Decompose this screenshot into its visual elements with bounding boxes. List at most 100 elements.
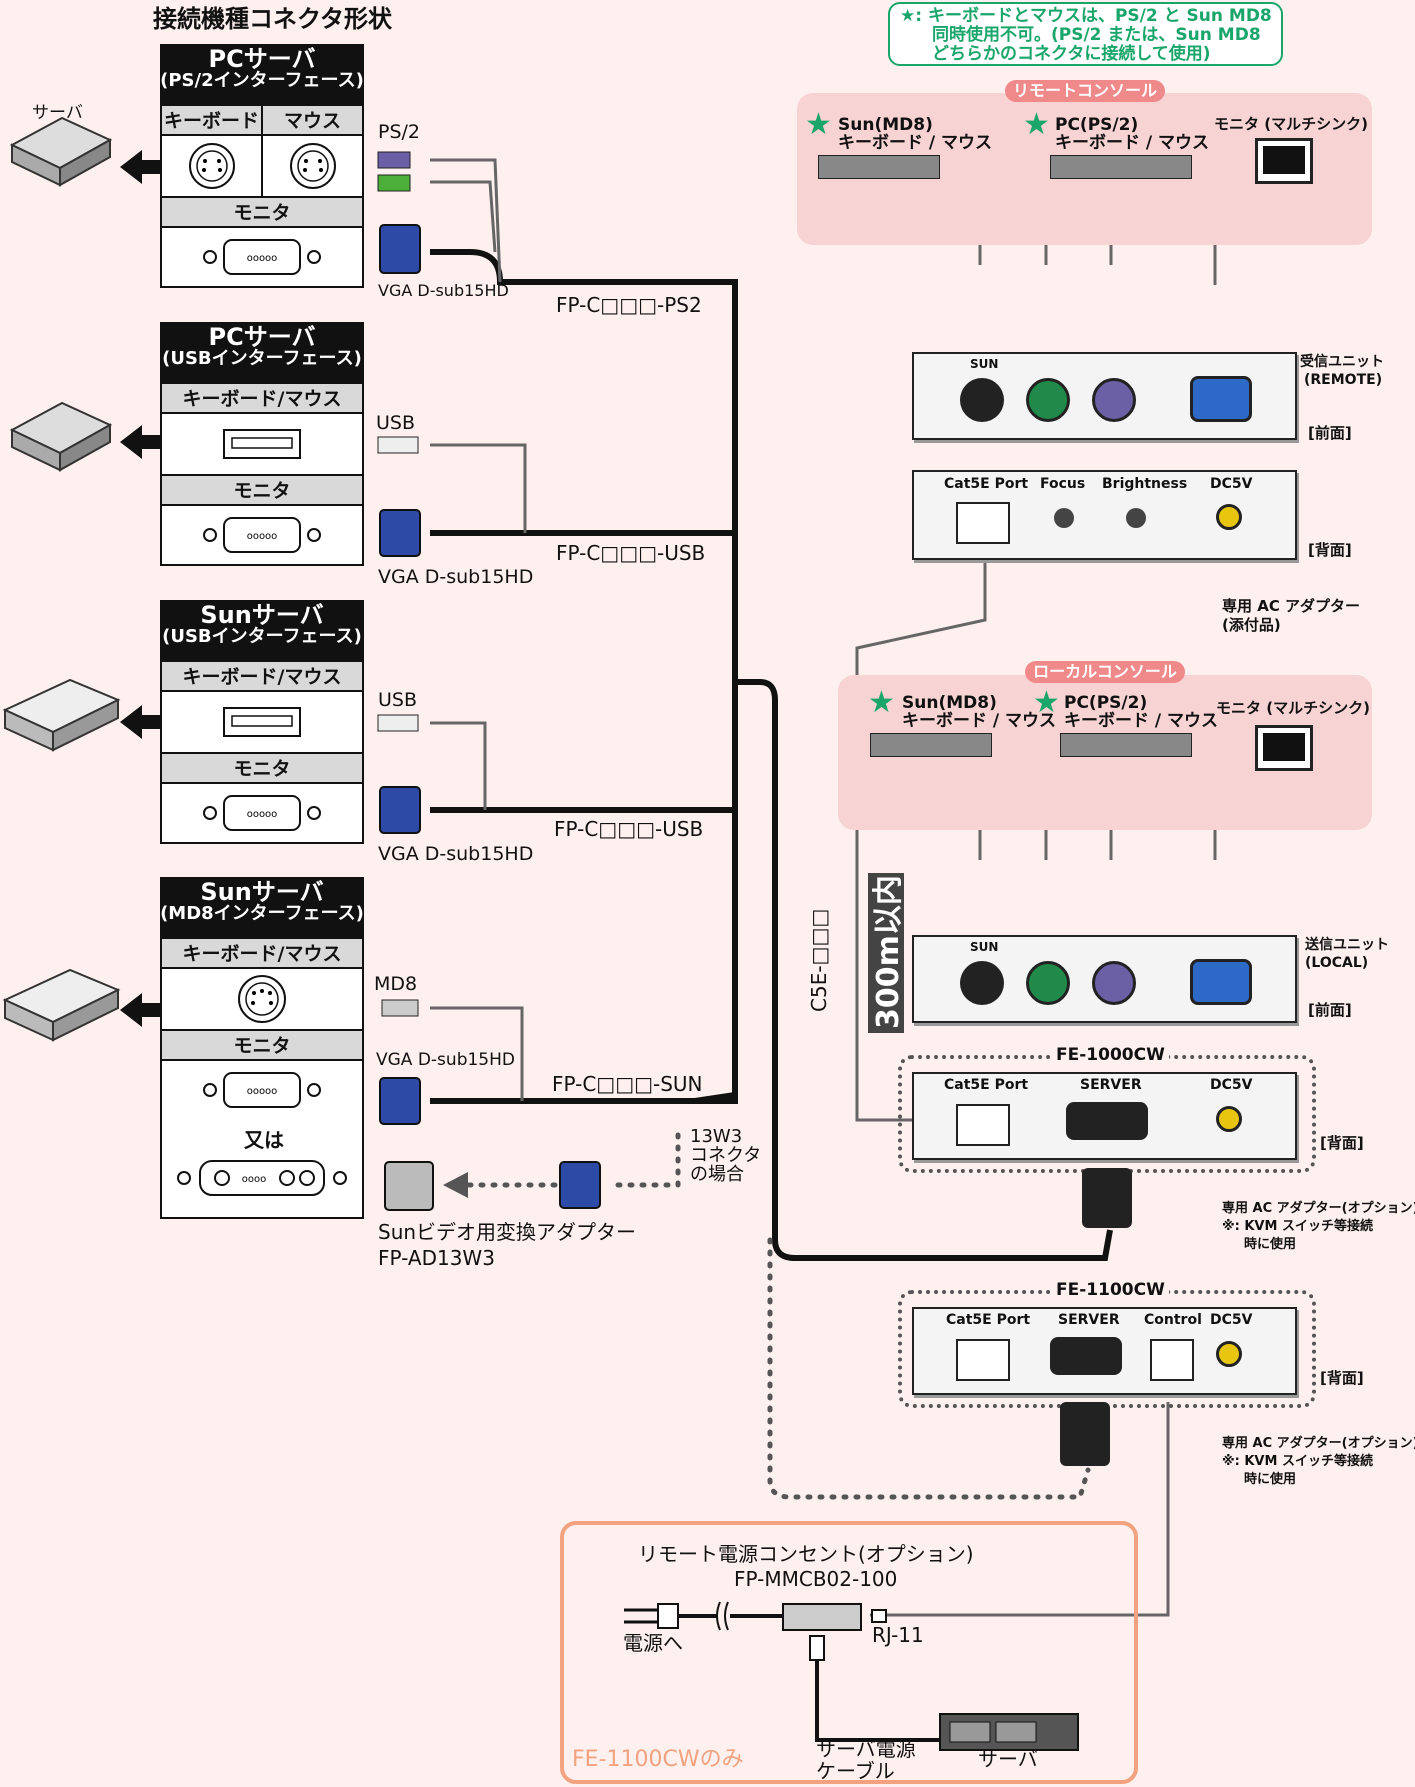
remote-unit-back: Cat5E Port Focus Brightness DC5V [912,470,1297,560]
distance-label: 300m以内 [871,875,906,1029]
panel-title: Sunサーバ [200,878,324,906]
panel-subtitle: (MD8インターフェース) [160,903,364,925]
remote-sun-label: Sun(MD8) [838,115,933,135]
keyboard-icon [870,733,992,757]
note-line-1: ★: キーボードとマウスは、PS/2 と Sun MD8 [900,6,1272,26]
focus-label: Focus [1040,476,1086,492]
server-cable-label-2: ケーブル [816,1759,895,1783]
dc-label: DC5V [1210,1312,1253,1328]
svg-text:ooooo: ooooo [247,1086,278,1097]
dc-jack-icon [1216,504,1242,530]
power-cord-icon [624,1601,887,1631]
cable-label-sun: FP-C□□□-SUN [552,1072,703,1096]
local-unit-label-1: 送信ユニット [1305,937,1389,953]
panel-sun-usb-header: Sunサーバ (USBインターフェース) [160,600,364,660]
remote-pc-label: PC(PS/2) [1055,115,1139,135]
dsub-plug-icon [1060,1402,1110,1466]
kbmouse-label: キーボード/マウス [160,660,364,692]
vga-port-icon [1190,959,1252,1005]
remote-back-label: [背面] [1308,541,1352,559]
power-option-box [560,1521,1138,1784]
monitor-label: モニタ [160,1029,364,1061]
panel-sun-md8-header: Sunサーバ (MD8インターフェース) [160,877,364,937]
cat5-port-label: Cat5E Port [944,1077,1029,1093]
vga-port-icon: ooooo [160,504,364,566]
or-label: 又は [244,1128,284,1152]
sun-port-label: SUN [970,940,999,954]
md8-port-icon [160,967,364,1031]
focus-knob[interactable] [1054,508,1074,528]
rj45-port-icon [956,1339,1010,1381]
control-port-icon [1150,1339,1194,1381]
svg-text:ooooo: ooooo [247,531,278,542]
server-power-cable [809,1635,1079,1751]
remote-monitor-label: モニタ (マルチシンク) [1214,115,1368,133]
svg-text:ooooo: ooooo [247,809,278,820]
remote-unit-label-2: (REMOTE) [1304,372,1383,388]
local-pc-label-2: キーボード / マウス [1064,711,1219,731]
cable-label-ps2: FP-C□□□-PS2 [556,293,702,317]
usb-connector-label: USB [376,412,416,434]
md8-connector-label: MD8 [374,973,418,995]
local-sun-label-2: キーボード / マウス [902,711,1057,731]
ps2-mouse-port-icon [1026,961,1070,1005]
remote-unit-front: SUN [912,352,1297,440]
ps2-connector-label: PS/2 [378,121,421,143]
vga-port-icon [1190,376,1252,422]
monitor-icon [1255,725,1313,771]
kbmouse-label: キーボード/マウス [160,382,364,414]
cable-plugs [377,151,601,1211]
brightness-label: Brightness [1102,476,1188,492]
ps2-kb-port-icon [160,134,263,198]
server-port-label: SERVER [1080,1077,1142,1093]
ps2-mouse-port-icon [1026,378,1070,422]
server-cable-label-1: サーバ電源 [816,1737,916,1761]
remote-front-label: [前面] [1308,424,1352,442]
server-icons [2,116,121,1042]
vga-connector-label: VGA D-sub15HD [378,281,509,300]
diagram-title: 接続機種コネクタ形状 [153,5,393,33]
server-label-bottom: サーバ [978,1747,1038,1771]
fe1000-adapter-label-2: ※: KVM スイッチ等接続 [1222,1219,1373,1234]
power-title-line-2: FP-MMCB02-100 [734,1567,898,1591]
fe1100-back-label: [背面] [1320,1369,1364,1387]
keyboard-icon [818,155,940,179]
vga-connector-label: VGA D-sub15HD [376,1050,515,1070]
remote-console-pill: リモートコンソール [1005,80,1165,102]
fe1100-model-label: FE-1100CW [1052,1281,1169,1300]
star-icon: ★ [1033,685,1060,720]
svg-text:ooooo: ooooo [247,253,278,264]
w3-note-line-1: 13W3 [690,1126,743,1147]
adapter-label-line-2: FP-AD13W3 [378,1246,495,1270]
vga-port-icon: ooooo oooo [177,1072,347,1196]
ps2-mouse-port-icon [261,134,364,198]
vga-connector-label: VGA D-sub15HD [378,566,534,588]
note-line-2: 同時使用不可。(PS/2 または、Sun MD8 [932,25,1261,45]
fe1000-model-label: FE-1000CW [1052,1046,1169,1065]
monitor-label: モニタ [160,474,364,506]
panel-title: Sunサーバ [200,601,324,629]
md8-port-icon [960,378,1004,422]
dc-label: DC5V [1210,476,1253,492]
usb-port-icon [160,690,364,754]
fe1100-only-label: FE-1100CWのみ [572,1747,744,1772]
fe1100-adapter-label-1: 専用 AC アダプター(オプション) [1222,1436,1415,1451]
brightness-knob[interactable] [1126,508,1146,528]
usb-connector-label: USB [378,689,418,711]
panel-pc-usb-header: PCサーバ (USBインターフェース) [160,322,364,382]
remote-adapter-label-2: (添付品) [1222,616,1281,634]
power-title-line-1: リモート電源コンセント(オプション) [638,1542,974,1566]
ps2-kb-port-icon [1092,961,1136,1005]
panel-subtitle: (USBインターフェース) [162,626,362,648]
remote-sun-label-2: キーボード / マウス [838,133,993,153]
dc-label: DC5V [1210,1077,1253,1093]
main-cable-trunk [430,249,1113,1261]
dc-jack-icon [1216,1341,1242,1367]
w3-note-line-2: コネクタ [690,1145,762,1166]
fe1000-adapter-label-3: 時に使用 [1244,1237,1297,1252]
to-power-label: 電源へ [623,1631,683,1655]
fe1100-unit-back: Cat5E Port SERVER Control DC5V [912,1307,1297,1395]
server-port-label: SERVER [1058,1312,1120,1328]
vga-port-icon: ooooo [160,782,364,844]
kb-label: キーボード [160,104,263,136]
